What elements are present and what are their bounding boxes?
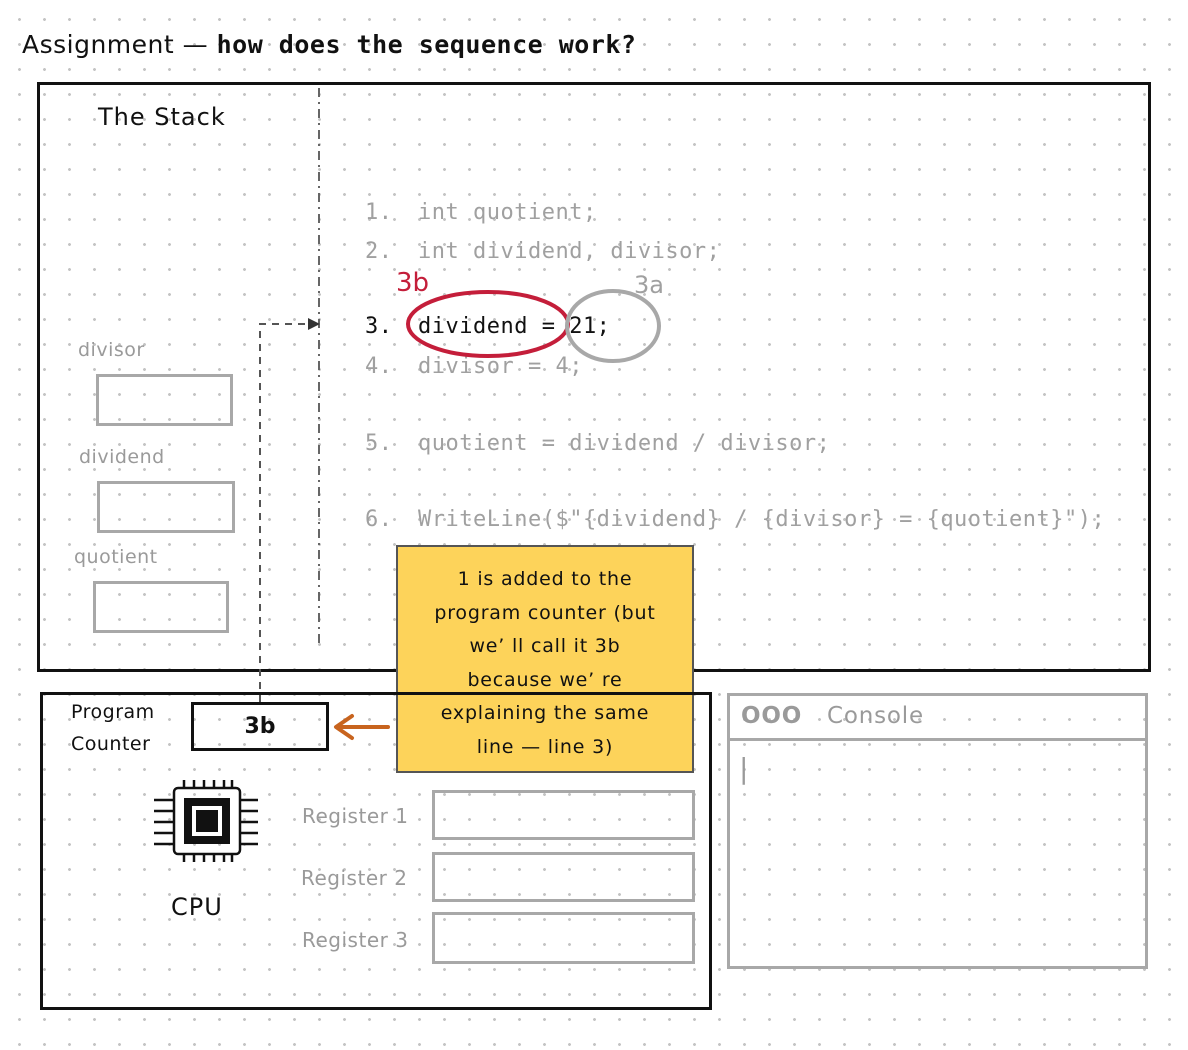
highlight-3a-ellipse xyxy=(565,289,661,363)
title-question: how does the sequence work? xyxy=(216,30,637,59)
code-line-text-6: WriteLine($"{dividend} / {divisor} = {qu… xyxy=(418,507,1106,532)
console-window-dots: OOO xyxy=(741,703,803,729)
stack-code-divider xyxy=(318,88,320,643)
stack-var-divisor-slot xyxy=(96,374,233,426)
stack-var-label-dividend: dividend xyxy=(79,446,165,468)
note-line-1: 1 is added to the xyxy=(457,568,633,590)
note-line-2: program counter (but xyxy=(434,601,656,624)
code-line-num-1: 1. xyxy=(365,200,393,225)
explanation-note: 1 is added to the program counter (but w… xyxy=(396,545,694,773)
code-line-num-5: 5. xyxy=(365,431,393,456)
register-1-label: Register 1 xyxy=(302,804,409,828)
console-cursor[interactable]: | xyxy=(739,752,749,785)
code-line-num-2: 2. xyxy=(365,239,393,264)
register-3-slot xyxy=(432,912,695,964)
stack-var-quotient-slot xyxy=(93,581,229,633)
note-to-pc-arrow xyxy=(334,714,390,740)
note-line-4: because we’ re xyxy=(467,668,623,691)
pc-label-line-1: Program xyxy=(71,701,155,723)
cpu-panel xyxy=(40,692,712,1010)
code-line-text-5: quotient = dividend / divisor; xyxy=(418,431,831,456)
console-title: Console xyxy=(827,703,924,729)
marker-ellipses xyxy=(406,289,661,363)
cpu-chip-icon xyxy=(154,780,258,862)
stack-var-label-divisor: divisor xyxy=(78,339,145,361)
stack-label: The Stack xyxy=(98,103,226,131)
note-line-5: explaining the same xyxy=(440,702,650,724)
code-line-text-4: divisor = 4; xyxy=(418,354,583,379)
code-line-num-6: 6. xyxy=(365,507,393,532)
stack-var-label-quotient: quotient xyxy=(74,546,158,568)
register-1-slot xyxy=(432,790,695,840)
stack-var-dividend-slot xyxy=(97,481,235,533)
pc-to-code-connector xyxy=(259,318,320,702)
marker-3b-label: 3b xyxy=(396,268,430,298)
code-line-text-2: int dividend, divisor; xyxy=(418,239,721,264)
console-titlebar-divider xyxy=(729,738,1146,741)
register-2-label: Register 2 xyxy=(301,866,408,890)
register-2-slot xyxy=(432,852,695,902)
code-line-text-1: int quotient; xyxy=(418,200,597,225)
highlight-3b-ellipse xyxy=(406,290,570,358)
title-prefix: Assignment — xyxy=(22,30,209,59)
program-counter-value: 3b xyxy=(244,714,276,739)
page-title: Assignment — how does the sequence work? xyxy=(22,30,636,59)
register-3-label: Register 3 xyxy=(302,928,409,952)
code-line-text-3: dividend = 21; xyxy=(418,314,611,339)
note-line-6: line — line 3) xyxy=(476,735,614,758)
program-counter-label: Program Counter xyxy=(71,696,155,760)
marker-3a-label: 3a xyxy=(634,271,664,299)
cpu-label: CPU xyxy=(171,893,223,921)
console-window xyxy=(727,693,1148,969)
pc-label-line-2: Counter xyxy=(71,733,151,755)
program-counter-box: 3b xyxy=(191,702,329,751)
note-line-3: we’ ll call it 3b xyxy=(469,635,621,657)
code-line-num-4: 4. xyxy=(365,354,393,379)
code-line-num-3: 3. xyxy=(365,314,393,339)
